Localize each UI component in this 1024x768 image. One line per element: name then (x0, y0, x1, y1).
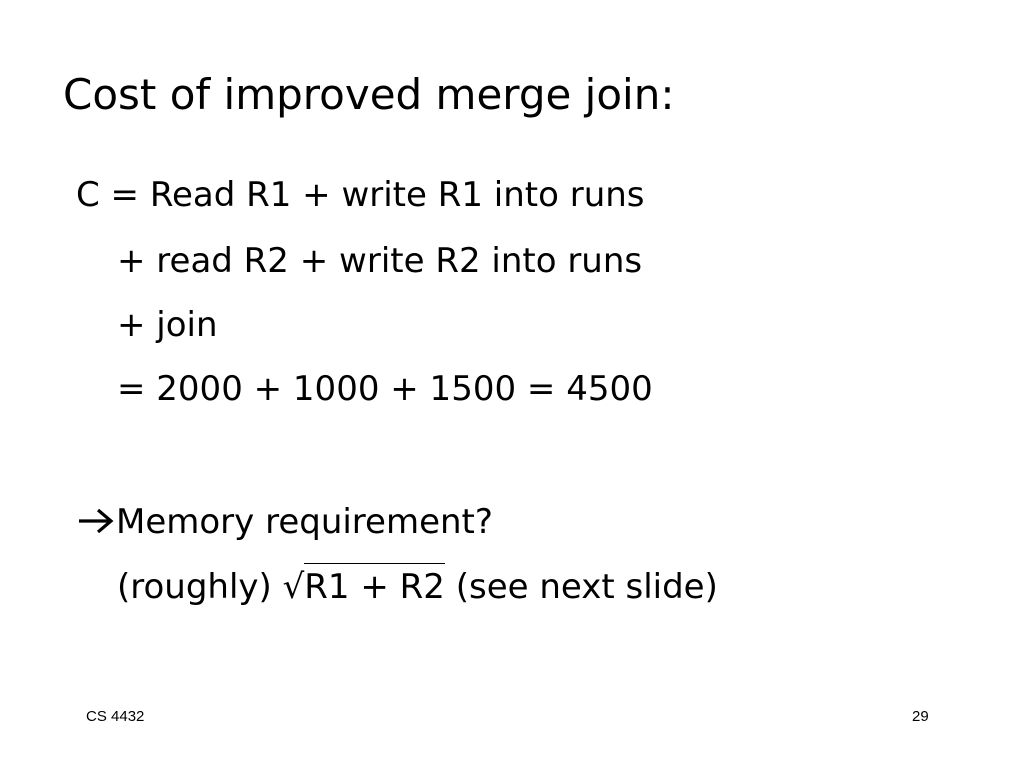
memory-answer-line: (roughly) √R1 + R2 (see next slide) (117, 563, 718, 607)
square-root-radicand: R1 + R2 (304, 563, 445, 607)
memory-answer-prefix: (roughly) (117, 567, 283, 607)
cost-formula-result: = 2000 + 1000 + 1500 = 4500 (117, 369, 653, 409)
radical-overline (304, 563, 445, 564)
cost-formula-line-1: C = Read R1 + write R1 into runs (76, 175, 645, 215)
footer-page-number: 29 (912, 708, 929, 725)
slide-title: Cost of improved merge join: (63, 70, 675, 119)
memory-question: Memory requirement? (116, 502, 493, 542)
square-root-symbol: √ (282, 567, 305, 607)
footer-course: CS 4432 (86, 708, 145, 725)
right-arrow-icon (79, 508, 114, 533)
cost-formula-line-3: + join (117, 305, 218, 345)
memory-question-line: Memory requirement? (76, 505, 493, 539)
cost-formula-line-2: + read R2 + write R2 into runs (117, 241, 643, 281)
memory-answer-suffix: (see next slide) (444, 567, 718, 607)
radicand-text: R1 + R2 (304, 567, 445, 607)
